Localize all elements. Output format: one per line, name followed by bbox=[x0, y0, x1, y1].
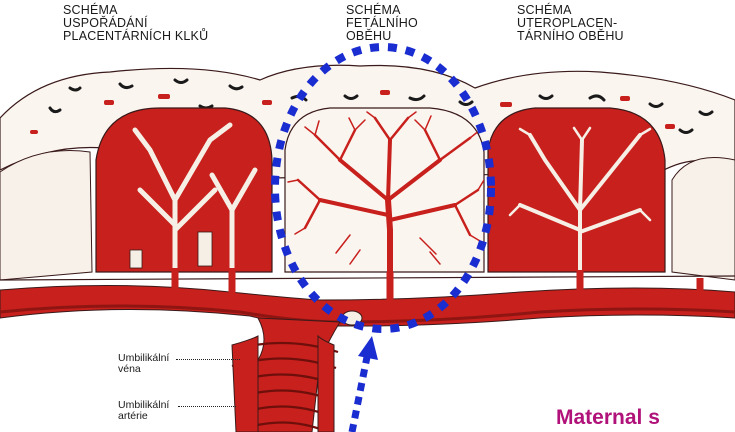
label-umbilical-vein: Umbilikální véna bbox=[118, 353, 169, 375]
maternal-caption: Maternal s bbox=[556, 406, 660, 430]
highlight-arrow bbox=[352, 336, 378, 432]
heading-line: OBĚHU bbox=[346, 30, 418, 43]
leader-line-artery bbox=[178, 406, 236, 407]
umbilical-cord bbox=[232, 318, 340, 432]
left-intervillous-space bbox=[0, 151, 92, 280]
heading-line: PLACENTÁRNÍCH KLKŮ bbox=[63, 30, 208, 43]
label-umbilical-artery: Umbilikální artérie bbox=[118, 400, 169, 422]
leader-line-vein bbox=[176, 359, 240, 360]
heading-villus-arrangement: SCHÉMA USPOŘÁDÁNÍ PLACENTÁRNÍCH KLKŮ bbox=[63, 4, 208, 43]
right-intervillous-space bbox=[672, 158, 735, 281]
heading-fetal-circulation: SCHÉMA FETÁLNÍHO OBĚHU bbox=[346, 4, 418, 43]
basal-plate bbox=[0, 276, 735, 280]
label-line: artérie bbox=[118, 411, 169, 422]
heading-line: TÁRNÍHO OBĚHU bbox=[517, 30, 624, 43]
label-line: véna bbox=[118, 364, 169, 375]
heading-uteroplacental-circulation: SCHÉMA UTEROPLACEN- TÁRNÍHO OBĚHU bbox=[517, 4, 624, 43]
